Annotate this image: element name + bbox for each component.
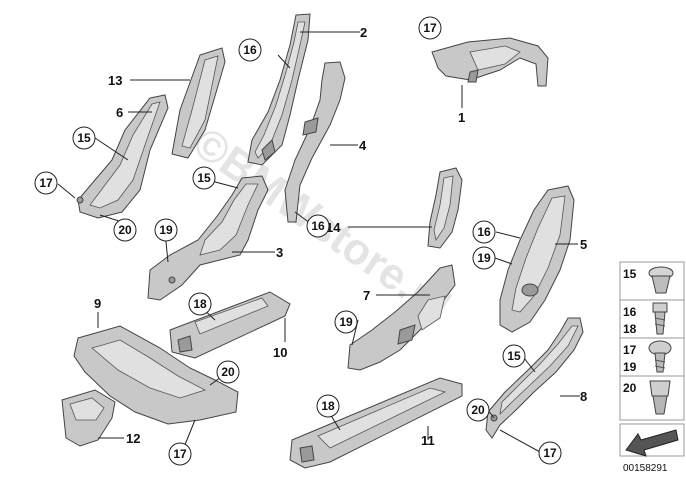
part-3-lower-pillar-trim bbox=[147, 175, 269, 301]
legend-label-20: 20 bbox=[623, 381, 637, 395]
leader-lines bbox=[57, 31, 580, 453]
svg-text:20: 20 bbox=[471, 403, 485, 417]
svg-text:16: 16 bbox=[243, 43, 257, 57]
circle-callout-16: 16 bbox=[238, 38, 262, 62]
svg-text:15: 15 bbox=[77, 131, 91, 145]
callout-2: 2 bbox=[360, 25, 367, 40]
part-8-rear-trim bbox=[485, 317, 584, 439]
callout-11: 11 bbox=[421, 433, 435, 448]
circle-callout-17: 17 bbox=[168, 442, 192, 466]
circle-callout-18: 18 bbox=[188, 292, 212, 316]
part-11-long-entrance-strip bbox=[289, 377, 463, 469]
svg-text:17: 17 bbox=[39, 176, 53, 190]
svg-text:16: 16 bbox=[311, 219, 325, 233]
callout-13: 13 bbox=[108, 73, 122, 88]
circle-callout-15: 15 bbox=[72, 126, 96, 150]
svg-text:20: 20 bbox=[118, 223, 132, 237]
svg-text:17: 17 bbox=[423, 21, 437, 35]
svg-text:19: 19 bbox=[477, 251, 491, 265]
callout-numbers: 13 6 2 4 1 3 14 5 7 9 10 12 11 8 bbox=[94, 25, 587, 448]
direction-arrow-icon bbox=[625, 429, 679, 457]
svg-text:15: 15 bbox=[507, 349, 521, 363]
circle-callout-20: 20 bbox=[113, 218, 137, 242]
part-10-entrance-strip bbox=[169, 291, 291, 359]
callout-4: 4 bbox=[359, 138, 367, 153]
circle-callout-19: 19 bbox=[472, 246, 496, 270]
svg-text:20: 20 bbox=[221, 365, 235, 379]
bolt-icon bbox=[648, 340, 672, 373]
circled-callouts: 16 17 15 17 20 15 19 16 16 19 18 19 20 1… bbox=[34, 16, 562, 466]
circle-callout-20: 20 bbox=[216, 360, 240, 384]
legend-label-19: 19 bbox=[623, 360, 637, 374]
part-12-end-cap bbox=[61, 389, 116, 447]
push-clip-icon bbox=[648, 266, 674, 294]
svg-text:18: 18 bbox=[193, 297, 207, 311]
circle-callout-18: 18 bbox=[316, 394, 340, 418]
callout-9: 9 bbox=[94, 296, 101, 311]
fastener-legend: 15 16 18 17 19 20 bbox=[619, 261, 685, 421]
circle-callout-16: 16 bbox=[306, 214, 330, 238]
callout-7: 7 bbox=[363, 288, 370, 303]
legend-label-15: 15 bbox=[623, 267, 637, 281]
circle-callout-20: 20 bbox=[466, 398, 490, 422]
part-9-front-sill-cover bbox=[73, 325, 239, 425]
part-5-right-pillar-cover bbox=[499, 185, 575, 333]
circle-callout-15: 15 bbox=[502, 344, 526, 368]
callout-5: 5 bbox=[580, 237, 587, 252]
circle-callout-17: 17 bbox=[418, 16, 442, 40]
svg-text:19: 19 bbox=[339, 315, 353, 329]
svg-text:16: 16 bbox=[477, 225, 491, 239]
callout-3: 3 bbox=[276, 245, 283, 260]
screw-icon bbox=[652, 302, 668, 335]
legend-label-17: 17 bbox=[623, 343, 637, 357]
nut-clip-icon bbox=[649, 380, 671, 415]
callout-14: 14 bbox=[326, 220, 341, 235]
svg-text:18: 18 bbox=[321, 399, 335, 413]
part-13-pillar-trim bbox=[171, 47, 226, 159]
circle-callout-16: 16 bbox=[472, 220, 496, 244]
drawing-number: 00158291 bbox=[623, 463, 668, 474]
legend-label-16: 16 bbox=[623, 305, 637, 319]
part-1-top-trim bbox=[431, 37, 549, 87]
callout-10: 10 bbox=[273, 345, 287, 360]
part-7-center-sill-trim bbox=[347, 264, 456, 371]
callout-1: 1 bbox=[458, 110, 465, 125]
callout-12: 12 bbox=[126, 431, 140, 446]
legend-label-18: 18 bbox=[623, 322, 637, 336]
circle-callout-19: 19 bbox=[154, 218, 178, 242]
svg-text:17: 17 bbox=[173, 447, 187, 461]
circle-callout-17: 17 bbox=[34, 171, 58, 195]
callout-6: 6 bbox=[116, 105, 123, 120]
svg-text:15: 15 bbox=[197, 171, 211, 185]
svg-text:17: 17 bbox=[543, 446, 557, 460]
circle-callout-15: 15 bbox=[192, 166, 216, 190]
callout-8: 8 bbox=[580, 389, 587, 404]
circle-callout-19: 19 bbox=[334, 310, 358, 334]
part-14-narrow-pillar bbox=[427, 167, 463, 249]
circle-callout-17: 17 bbox=[538, 441, 562, 465]
direction-arrow-box bbox=[619, 423, 685, 457]
svg-text:19: 19 bbox=[159, 223, 173, 237]
part-2-a-pillar-cover bbox=[247, 13, 311, 166]
part-4-trim-strip bbox=[284, 61, 346, 223]
